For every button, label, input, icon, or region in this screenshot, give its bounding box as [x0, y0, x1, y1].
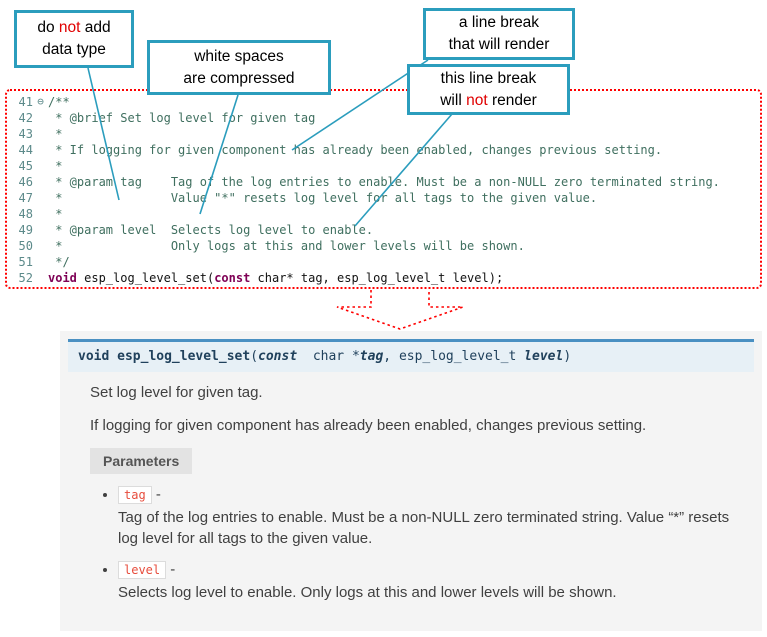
sig-type: char * [297, 349, 360, 364]
line-number: 43 [18, 127, 33, 141]
doc-body: Set log level for given tag. If logging … [60, 372, 762, 603]
line-number: 44 [18, 143, 33, 157]
param-dash: - [151, 486, 161, 503]
fold-gutter [33, 206, 48, 222]
fold-gutter [33, 110, 48, 126]
callout-line: this line break [440, 69, 537, 87]
code-text: void esp_log_level_set(const char* tag, … [48, 270, 503, 286]
code-text: char* tag, esp_log_level_t level); [250, 271, 504, 285]
callout-whitespace-compressed: white spaces are compressed [147, 40, 331, 95]
code-editor-snippet: 41 ⊖ /** 42 * @brief Set log level for giv… [5, 89, 762, 289]
fold-gutter [33, 270, 48, 286]
fold-gutter [33, 126, 48, 142]
sig-comma: , [383, 349, 399, 364]
code-text: */ [48, 255, 70, 269]
code-text: * [48, 127, 63, 141]
line-number: 51 [18, 255, 33, 269]
parameter-description: Tag of the log entries to enable. Must b… [118, 509, 730, 547]
callout-line: data type [42, 41, 106, 58]
callout-line: will not render [440, 91, 537, 109]
fold-marker-icon: ⊖ [37, 95, 44, 108]
code-line-51: 51 */ [9, 254, 758, 270]
sig-function-name: esp_log_level_set [109, 349, 251, 364]
callout-line: white spaces [194, 47, 284, 65]
sig-param-level: level [524, 349, 564, 364]
sig-paren: ) [563, 349, 572, 364]
code-text: * [48, 159, 63, 173]
code-line-44: 44 * If logging for given component has … [9, 142, 758, 158]
line-number: 45 [18, 159, 33, 173]
parameter-term: level - [118, 561, 738, 579]
code-line-50: 50 * Only logs at this and lower levels … [9, 238, 758, 254]
callout-line: a line break [458, 14, 540, 31]
code-line-52: 52 void esp_log_level_set(const char* tag… [9, 270, 758, 286]
line-number: 48 [18, 207, 33, 221]
down-arrow-icon [336, 290, 464, 330]
doc-description: If logging for given component has alrea… [90, 417, 647, 434]
keyword-void: void [48, 271, 77, 285]
function-signature: void esp_log_level_set(const char *tag, … [68, 339, 754, 372]
fold-gutter [33, 174, 48, 190]
code-line-41: 41 ⊖ /** [9, 94, 758, 110]
code-line-47: 47 * Value "*" resets log level for all … [9, 190, 758, 206]
param-name-tag: tag [118, 486, 152, 504]
sig-void: void [78, 349, 110, 364]
code-line-45: 45 * [9, 158, 758, 174]
parameters-heading: Parameters [90, 448, 193, 474]
parameter-term: tag - [118, 486, 738, 504]
parameters-list: tag - Tag of the log entries to enable. … [118, 486, 738, 603]
keyword-const: const [214, 271, 251, 285]
parameter-description: Selects log level to enable. Only logs a… [118, 584, 617, 601]
code-line-42: 42 * @brief Set log level for given tag [9, 110, 758, 126]
code-line-46: 46 * @param tag Tag of the log entries t… [9, 174, 758, 190]
code-text: * Value "*" resets log level for all tag… [48, 191, 598, 205]
code-text: * If logging for given component has alr… [48, 143, 663, 157]
fold-gutter [33, 190, 48, 206]
callout-line: are compressed [183, 69, 295, 87]
code-line-49: 49 * @param level Selects log level to e… [9, 222, 758, 238]
line-number: 50 [18, 239, 33, 253]
code-text: * Only logs at this and lower levels wil… [48, 239, 525, 253]
sig-type: esp_log_level_t [398, 349, 525, 364]
line-number: 52 [18, 271, 33, 285]
line-number: 46 [18, 175, 33, 189]
code-text: * @param tag Tag of the log entries to e… [48, 175, 720, 189]
code-line-43: 43 * [9, 126, 758, 142]
callout-line-break-not-render: this line break will not render [407, 64, 570, 115]
code-text: * @brief Set log level for given tag [48, 111, 316, 125]
code-text: * @param level Selects log level to enab… [48, 223, 374, 237]
line-number: 41 [18, 95, 33, 109]
line-number: 47 [18, 191, 33, 205]
line-number: 42 [18, 111, 33, 125]
line-number: 49 [18, 223, 33, 237]
callout-line: that will render [448, 36, 550, 53]
parameter-item-level: level - Selects log level to enable. Onl… [118, 561, 738, 603]
sig-const: const [258, 349, 298, 364]
code-text: /** [48, 95, 70, 109]
param-name-level: level [118, 561, 167, 579]
fold-gutter [33, 238, 48, 254]
fold-gutter [33, 222, 48, 238]
code-text: esp_log_level_set( [76, 271, 215, 285]
fold-gutter [33, 254, 48, 270]
fold-gutter [33, 158, 48, 174]
callout-line-break-renders: a line break that will render [423, 8, 575, 60]
sig-paren: ( [250, 349, 259, 364]
fold-gutter [33, 142, 48, 158]
rendered-doc-panel: void esp_log_level_set(const char *tag, … [60, 331, 762, 631]
callout-line: do not add [37, 19, 111, 36]
code-text: * [48, 207, 63, 221]
code-line-48: 48 * [9, 206, 758, 222]
param-dash: - [166, 561, 176, 578]
callout-do-not-add-data-type: do not add data type [14, 10, 134, 68]
parameter-item-tag: tag - Tag of the log entries to enable. … [118, 486, 738, 549]
sig-param-tag: tag [359, 349, 384, 364]
doc-brief: Set log level for given tag. [90, 384, 263, 401]
